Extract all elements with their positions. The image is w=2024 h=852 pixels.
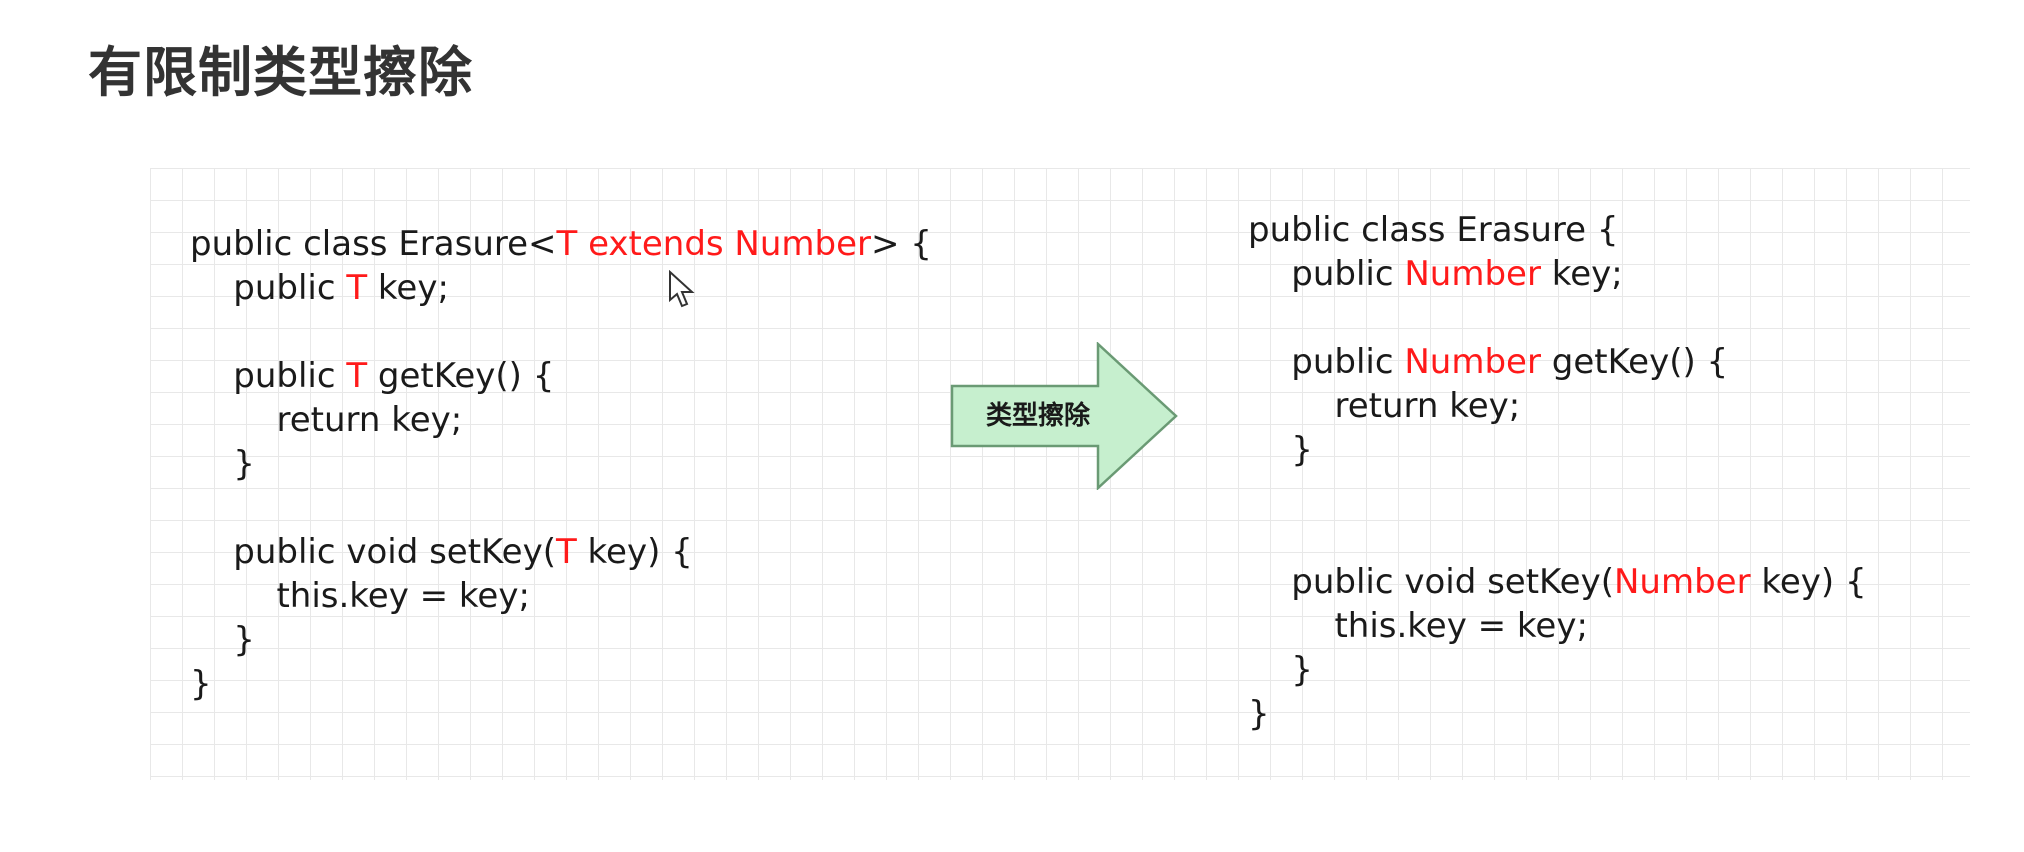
mouse-cursor-icon [669, 270, 695, 308]
code-token: public class Erasure< [190, 224, 557, 264]
code-line: } [190, 662, 212, 706]
highlighted-code-token: Number [1404, 254, 1541, 294]
code-line: return key; [190, 398, 462, 442]
code-line: } [190, 618, 255, 662]
code-line: } [1248, 648, 1313, 692]
code-line: } [1248, 692, 1270, 736]
code-token: public [190, 356, 347, 396]
code-token: public [1248, 342, 1405, 382]
code-token: return key; [190, 400, 463, 440]
code-token: return key; [1248, 386, 1521, 426]
code-line: public class Erasure<T extends Number> { [190, 222, 932, 266]
code-line: } [190, 442, 255, 486]
code-token: > { [871, 224, 932, 264]
code-token: } [1248, 430, 1313, 470]
code-line: } [1248, 428, 1313, 472]
code-line: this.key = key; [190, 574, 530, 618]
highlighted-code-token: Number [1404, 342, 1541, 382]
code-token: public [1248, 254, 1405, 294]
page-title: 有限制类型擦除 [88, 41, 473, 104]
code-token: key) { [576, 532, 693, 572]
code-line: public T key; [190, 266, 449, 310]
code-line: public Number getKey() { [1248, 340, 1728, 384]
code-line: return key; [1248, 384, 1520, 428]
arrow-label: 类型擦除 [985, 401, 1090, 431]
code-line: this.key = key; [1248, 604, 1588, 648]
highlighted-code-token: T [346, 356, 368, 396]
code-token: getKey() { [1540, 342, 1729, 382]
highlighted-code-token: T extends Number [556, 224, 872, 264]
code-token: public void setKey( [190, 532, 556, 572]
code-token: } [190, 444, 255, 484]
code-token: key; [367, 268, 449, 308]
code-token: } [1248, 650, 1313, 690]
code-token: key) { [1750, 562, 1867, 602]
code-token: this.key = key; [190, 576, 530, 616]
code-token: } [190, 664, 212, 704]
code-token: } [1248, 694, 1270, 734]
code-token: key; [1540, 254, 1623, 294]
highlighted-code-token: T [555, 532, 577, 572]
code-line: public Number key; [1248, 252, 1623, 296]
code-token: } [190, 620, 255, 660]
type-erasure-arrow: 类型擦除 [950, 342, 1180, 490]
highlighted-code-token: T [346, 268, 368, 308]
code-token: public [190, 268, 347, 308]
arrow-shape [950, 342, 1178, 490]
code-token: getKey() { [367, 356, 555, 396]
highlighted-code-token: Number [1613, 562, 1751, 602]
code-token: this.key = key; [1248, 606, 1588, 646]
code-token: public void setKey( [1248, 562, 1614, 602]
code-token: public class Erasure { [1248, 210, 1619, 250]
code-line: public void setKey(Number key) { [1248, 560, 1867, 604]
code-line: public class Erasure { [1248, 208, 1618, 252]
code-line: public T getKey() { [190, 354, 554, 398]
code-line: public void setKey(T key) { [190, 530, 693, 574]
grid-background [150, 168, 1970, 780]
